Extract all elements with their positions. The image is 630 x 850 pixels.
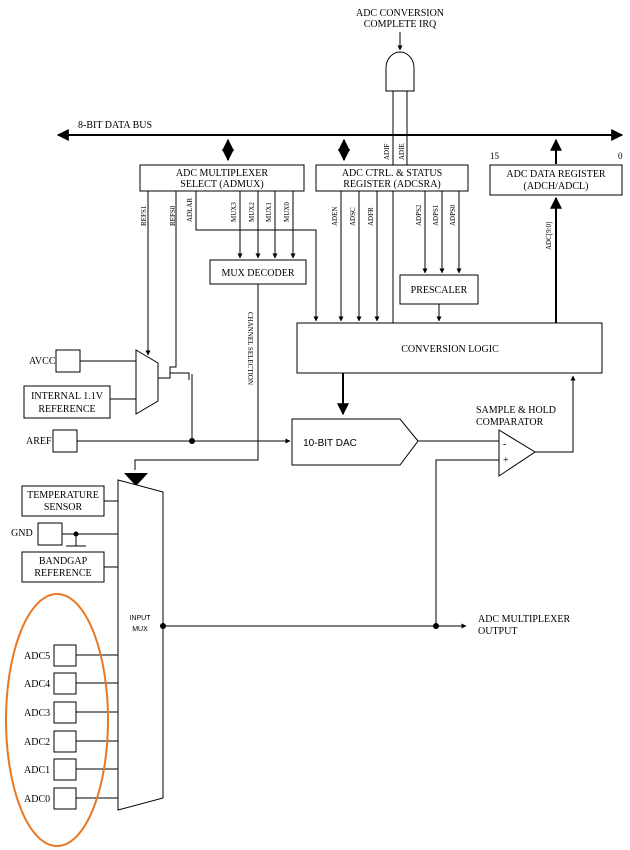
adfr-label: ADFR: [367, 207, 375, 226]
adc-data-register: [489, 164, 623, 196]
mux1-label: MUX1: [265, 202, 273, 222]
bandgap-line2: REFERENCE: [34, 568, 91, 579]
mux-decoder-label: MUX DECODER: [221, 268, 294, 279]
adc-pin-group: ADC5 ADC4 ADC3 ADC2 ADC1 ADC0: [24, 644, 118, 810]
internal-ref-line2: REFERENCE: [38, 404, 95, 415]
data-bus-label: 8-BIT DATA BUS: [78, 120, 152, 131]
adcdr-line1: ADC DATA REGISTER: [506, 169, 606, 180]
aref-pin: [52, 429, 78, 453]
adps1-label: ADPS1: [432, 204, 440, 226]
admux-line1: ADC MULTIPLEXER: [176, 168, 268, 179]
admux-line2: SELECT (ADMUX): [180, 179, 263, 190]
adcsra-register: [315, 164, 469, 192]
aden-label: ADEN: [331, 207, 339, 226]
admux-register: [139, 164, 305, 192]
comp-minus: -: [503, 439, 506, 450]
adc2-label: ADC2: [24, 737, 50, 748]
comparator-output-wire: [535, 375, 576, 453]
conversion-logic: [296, 322, 603, 374]
temp-line1: TEMPERATURE: [27, 490, 99, 501]
adc4-pin: [53, 672, 77, 695]
adcdr-line2: (ADCH/ADCL): [524, 181, 589, 192]
refs0-wire: [158, 191, 177, 379]
adlar-label: ADLAR: [186, 198, 194, 222]
mux3-label: MUX3: [230, 202, 238, 222]
adps0-label: ADPS0: [449, 204, 457, 226]
sh-line1: SAMPLE & HOLD: [476, 405, 556, 416]
irq-label-line1: ADC CONVERSION: [356, 8, 444, 19]
bandgap-reference: [21, 551, 105, 583]
dac: [291, 418, 419, 466]
irq-label-line2: COMPLETE IRQ: [364, 19, 437, 30]
adc0-pin: [53, 787, 77, 810]
channel-selection-label: CHANNEL SELECTION: [246, 312, 254, 385]
dac-label: 10-BIT DAC: [303, 438, 357, 449]
adc3-pin: [53, 701, 77, 724]
aref-junction: [189, 438, 195, 444]
conversion-logic-label: CONVERSION LOGIC: [401, 344, 499, 355]
mux-out-line1: ADC MULTIPLEXER: [478, 614, 570, 625]
temp-line2: SENSOR: [44, 502, 83, 513]
irq-and-gate: [385, 51, 415, 92]
comparator-plus-wire: [435, 459, 499, 626]
channel-selection-wire: [134, 284, 259, 470]
prescaler: [399, 274, 479, 305]
channel-selection-arrowhead: [124, 473, 148, 486]
temperature-sensor: [21, 485, 105, 517]
adc1-pin: [53, 758, 77, 781]
sh-line2: COMPARATOR: [476, 417, 544, 428]
adc2-pin: [53, 730, 77, 753]
bit15-label: 15: [490, 151, 500, 161]
mux0-label: MUX0: [283, 202, 291, 222]
adsc-label: ADSC: [349, 207, 357, 226]
mux2-label: MUX2: [248, 202, 256, 222]
adif-label: ADIF: [383, 144, 391, 160]
avcc-pin: [55, 349, 81, 373]
input-mux: [117, 479, 164, 811]
adc1-label: ADC1: [24, 765, 50, 776]
prescaler-label: PRESCALER: [411, 285, 468, 296]
refs1-label: REFS1: [140, 205, 148, 226]
mux-output-junction: [160, 623, 166, 629]
gnd-label: GND: [11, 528, 33, 539]
adie-label: ADIE: [398, 143, 406, 160]
adlar-wire: [195, 191, 319, 322]
adc3-label: ADC3: [24, 708, 50, 719]
adc5-label: ADC5: [24, 651, 50, 662]
sample-hold-comparator: [498, 429, 536, 477]
mux-decoder: [209, 259, 307, 285]
gnd-pin: [37, 522, 63, 546]
comparator-tap-junction: [433, 623, 439, 629]
comp-plus: +: [503, 455, 509, 466]
adcsra-line2: REGISTER (ADCSRA): [343, 179, 441, 190]
avcc-label: AVCC: [29, 356, 56, 367]
bandgap-line1: BANDGAP: [39, 556, 88, 567]
internal-reference: [23, 385, 111, 419]
adc4-label: ADC4: [24, 679, 50, 690]
reference-mux: [135, 349, 159, 415]
refs-switch: [170, 372, 190, 380]
adc0-label: ADC0: [24, 794, 50, 805]
mux-out-line2: OUTPUT: [478, 626, 517, 637]
adc-bits-label: ADC[9:0]: [545, 222, 553, 250]
adcsra-line1: ADC CTRL. & STATUS: [342, 168, 442, 179]
adc-pins-highlight: [5, 593, 109, 847]
adps2-label: ADPS2: [415, 204, 423, 226]
input-mux-line1: INPUT: [130, 615, 152, 622]
aref-label: AREF: [26, 436, 52, 447]
adc5-pin: [53, 644, 77, 667]
bit0-label: 0: [618, 151, 623, 161]
internal-ref-line1: INTERNAL 1.1V: [31, 391, 104, 402]
input-mux-line2: MUX: [132, 626, 148, 633]
refs0-label: REFS0: [169, 205, 177, 226]
